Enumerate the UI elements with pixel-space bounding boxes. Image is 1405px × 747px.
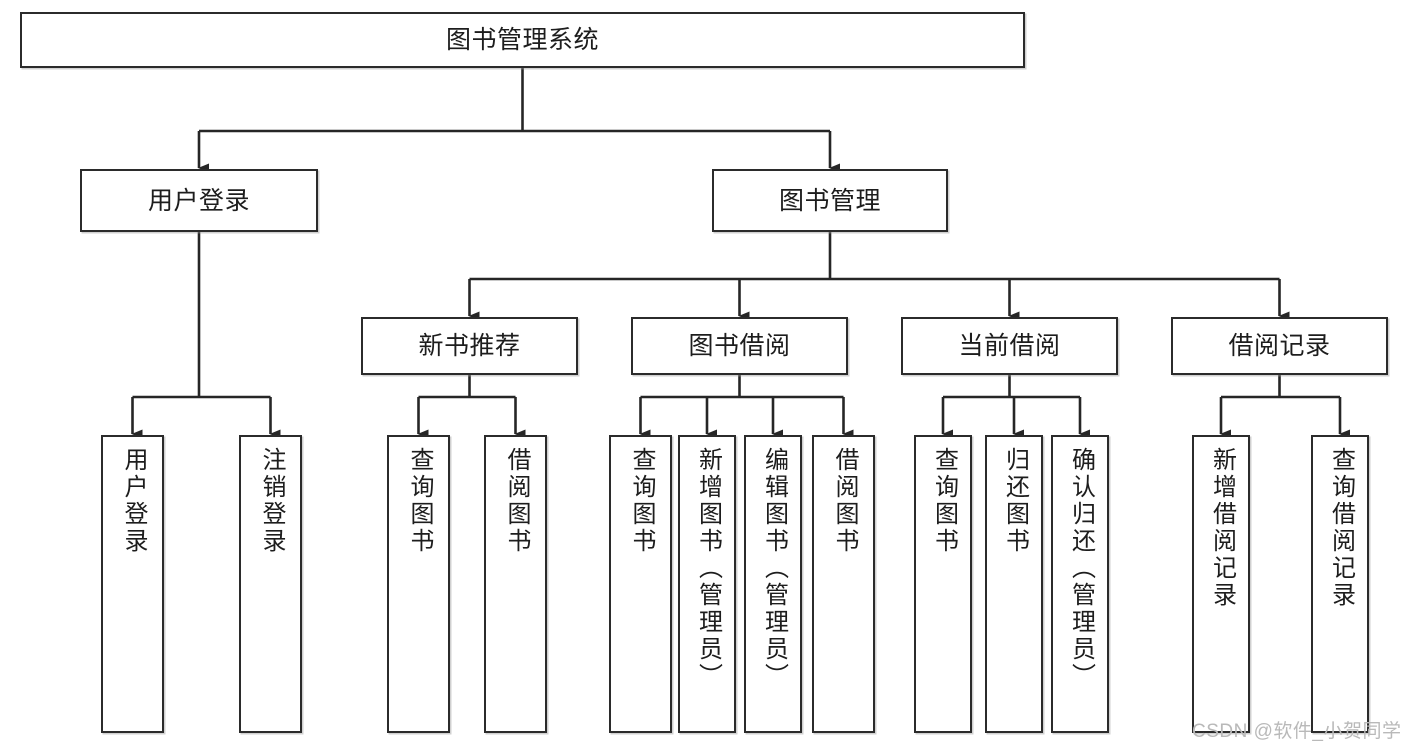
node-label: 图书管理系统 — [445, 26, 599, 54]
node-leaf-user-logout[interactable]: 注销登录 — [239, 435, 302, 733]
node-leaf-query-borrow-record[interactable]: 查询借阅记录 — [1311, 435, 1369, 733]
node-label: 借阅记录 — [1228, 332, 1331, 360]
node-label: 归还图书 — [1001, 447, 1029, 555]
node-label: 注销登录 — [257, 447, 285, 555]
node-root[interactable]: 图书管理系统 — [20, 12, 1025, 68]
node-label: 图书借阅 — [688, 332, 791, 360]
node-leaf-return-book[interactable]: 归还图书 — [985, 435, 1043, 733]
node-label: 当前借阅 — [958, 332, 1061, 360]
node-user-login[interactable]: 用户登录 — [80, 169, 318, 232]
node-book-manage[interactable]: 图书管理 — [712, 169, 948, 232]
node-label: 借阅图书 — [830, 447, 858, 555]
node-label: 查询借阅记录 — [1327, 447, 1355, 609]
node-current-borrow[interactable]: 当前借阅 — [901, 317, 1118, 375]
node-label: 用户登录 — [147, 186, 250, 215]
node-leaf-query-book-1[interactable]: 查询图书 — [387, 435, 450, 733]
node-label: 查询图书 — [627, 447, 655, 555]
node-label: 查询图书 — [930, 447, 958, 555]
node-leaf-borrow-book-1[interactable]: 借阅图书 — [484, 435, 547, 733]
node-label: 确认归还（管理员） — [1067, 447, 1095, 690]
node-leaf-borrow-book-2[interactable]: 借阅图书 — [812, 435, 875, 733]
node-book-borrow[interactable]: 图书借阅 — [631, 317, 848, 375]
node-label: 用户登录 — [119, 447, 147, 555]
csdn-watermark: CSDN @软件_小贺同学 — [1192, 721, 1402, 742]
node-label: 借阅图书 — [502, 447, 530, 555]
node-new-book-recommend[interactable]: 新书推荐 — [361, 317, 578, 375]
node-leaf-add-book-admin[interactable]: 新增图书（管理员） — [678, 435, 736, 733]
node-label: 新增借阅记录 — [1208, 447, 1236, 609]
node-leaf-edit-book-admin[interactable]: 编辑图书（管理员） — [744, 435, 802, 733]
node-leaf-add-borrow-record[interactable]: 新增借阅记录 — [1192, 435, 1250, 733]
node-leaf-query-book-2[interactable]: 查询图书 — [609, 435, 672, 733]
node-borrow-record[interactable]: 借阅记录 — [1171, 317, 1388, 375]
node-leaf-user-login[interactable]: 用户登录 — [101, 435, 164, 733]
node-leaf-query-book-3[interactable]: 查询图书 — [914, 435, 972, 733]
node-label: 图书管理 — [778, 186, 881, 215]
node-leaf-confirm-return-admin[interactable]: 确认归还（管理员） — [1051, 435, 1109, 733]
node-label: 新书推荐 — [418, 332, 521, 360]
node-label: 查询图书 — [405, 447, 433, 555]
node-label: 新增图书（管理员） — [694, 447, 722, 690]
node-label: 编辑图书（管理员） — [760, 447, 788, 690]
